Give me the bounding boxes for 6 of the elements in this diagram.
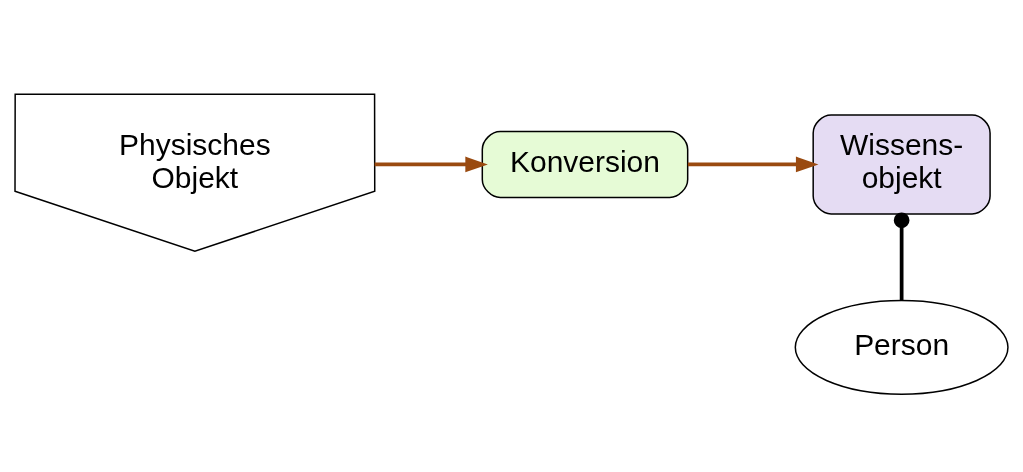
node-box: Wissens- objekt: [812, 114, 991, 215]
node-box: Konversion: [481, 130, 689, 199]
connector: [893, 212, 910, 301]
node-ellipse: Person: [794, 299, 1009, 395]
arrow: [687, 156, 819, 173]
arrow: [374, 156, 488, 173]
